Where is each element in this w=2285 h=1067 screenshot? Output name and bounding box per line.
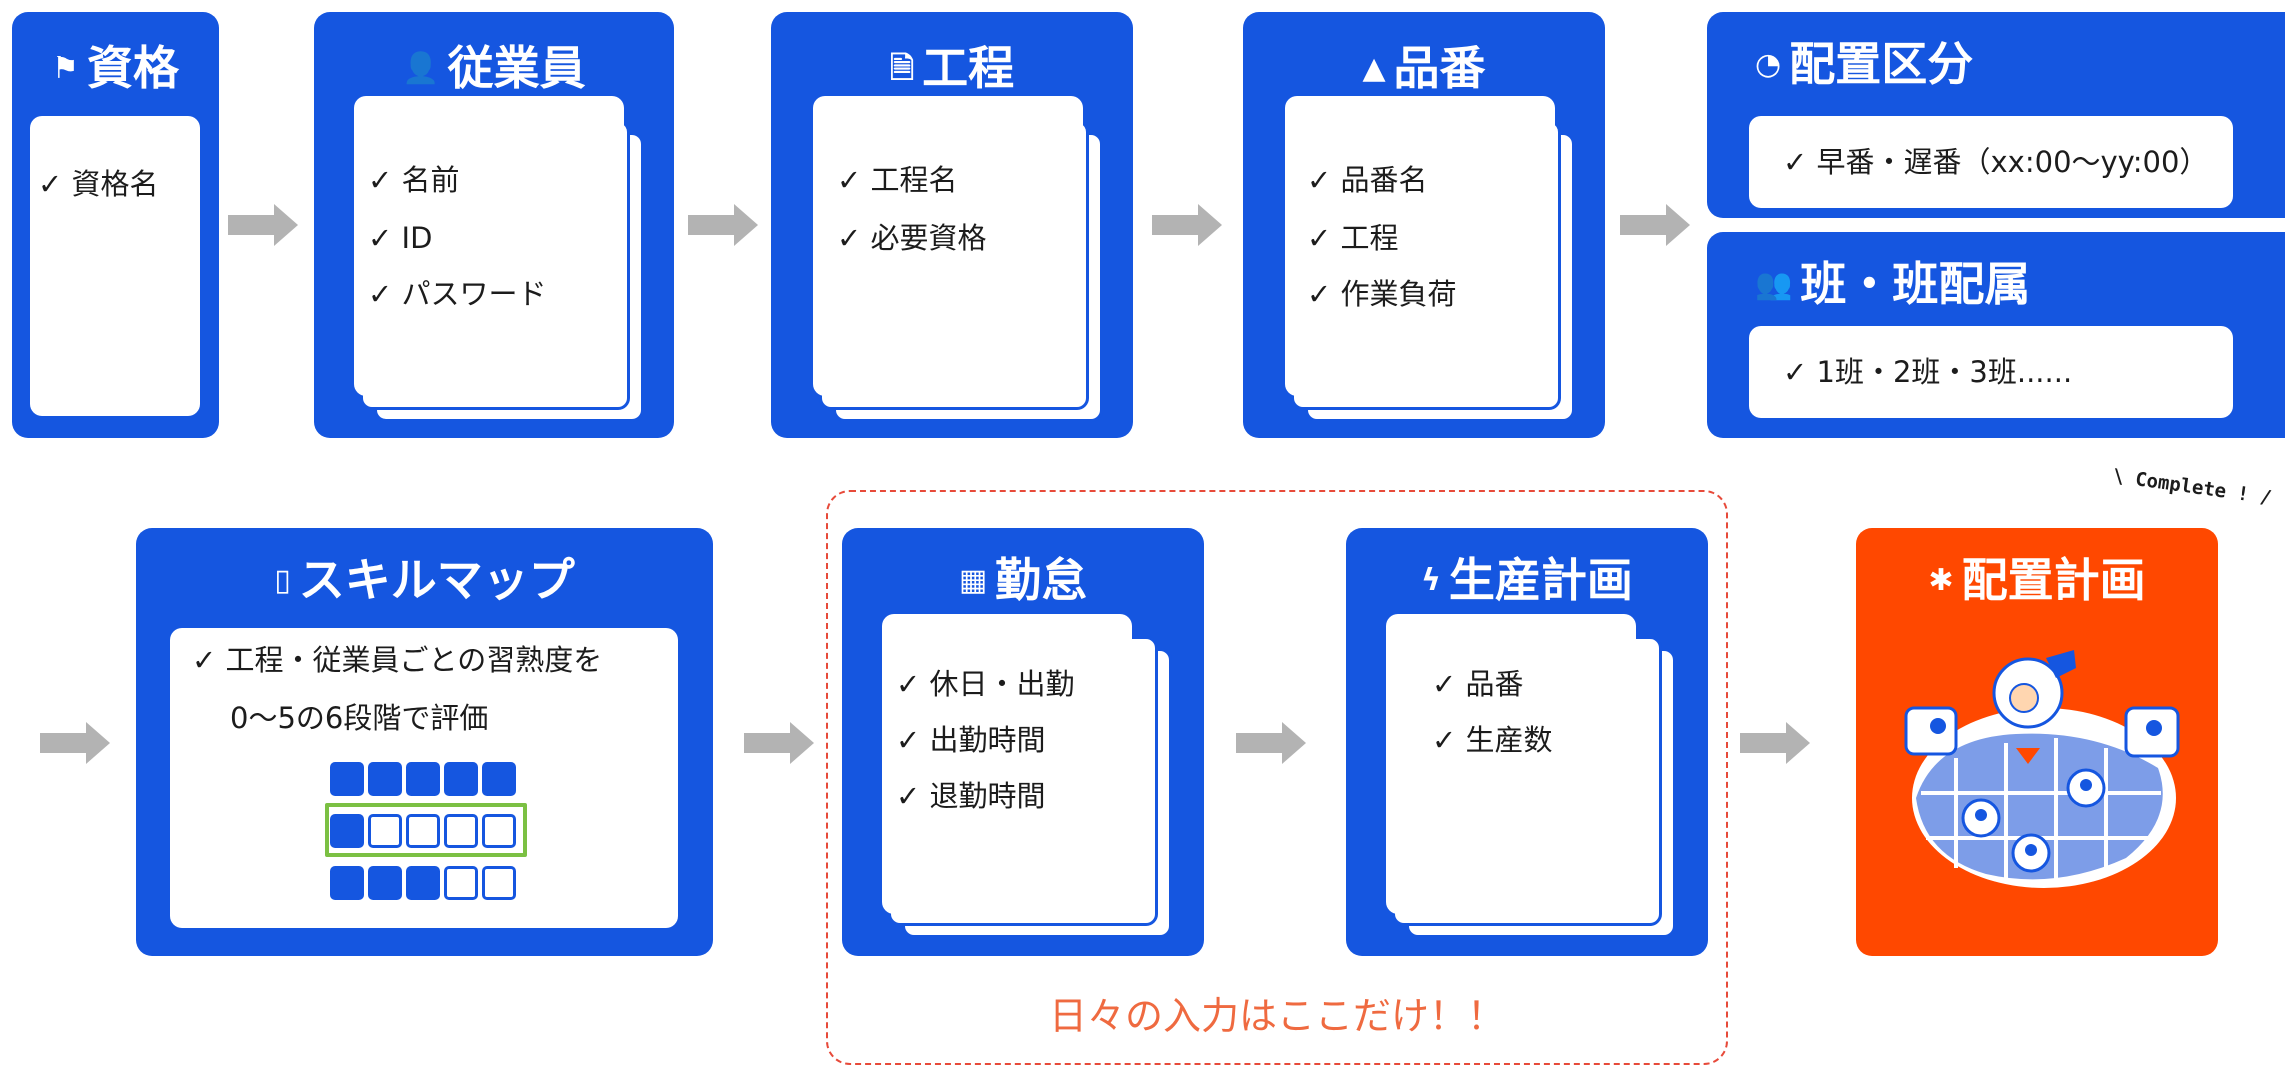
employee-paper: ✓ 名前 ✓ ID ✓ パスワード [354,96,624,396]
employee-item: ✓ 名前 [368,163,460,197]
placement-plan-title: ✱配置計画 [1928,553,2146,607]
qualification-paper: ✓ 資格名 [30,116,200,416]
skill-cell [368,762,402,796]
placement-category-paper: ✓ 早番・遅番（xx:00〜yy:00） [1749,116,2233,208]
attendance-title: ▦勤怠 [958,553,1088,607]
part-number-item: ✓ 工程 [1307,221,1399,255]
skill-map-card: ▯スキルマップ ✓ 工程・従業員ごとの習熟度を 0〜5の6段階で評価 [136,528,713,956]
person-icon: 👤 [402,51,440,86]
part-number-item: ✓ 品番名 [1307,163,1428,197]
team-item: ✓ 1班・2班・3班...... [1783,355,2073,389]
attendance-card: ▦勤怠 ✓ 休日・出勤 ✓ 出勤時間 ✓ 退勤時間 [842,528,1204,956]
group-icon: 👥 [1755,267,1793,302]
placement-plan-card: ✱配置計画 [1856,528,2218,956]
lightning-icon: ϟ [1421,563,1441,598]
skill-cell [482,814,516,848]
skill-cell [330,762,364,796]
arrow-right-icon [1620,204,1690,246]
skill-cell [444,814,478,848]
skill-cell [406,762,440,796]
skill-cell [330,866,364,900]
skill-row-highlight [325,803,527,857]
qualification-item: ✓ 資格名 [38,167,159,201]
arrow-right-icon [228,204,298,246]
arrow-right-icon [1740,722,1810,764]
arrow-right-icon [688,204,758,246]
skill-map-title: ▯スキルマップ [274,553,575,607]
badge-icon: ⚑ [52,51,79,86]
production-plan-item: ✓ 生産数 [1432,723,1553,757]
team-paper: ✓ 1班・2班・3班...... [1749,326,2233,418]
team-title: 👥班・班配属 [1755,257,2031,311]
attendance-item: ✓ 退勤時間 [896,779,1046,813]
skill-cell [368,866,402,900]
part-number-card: ▲品番 ✓ 品番名 ✓ 工程 ✓ 作業負荷 [1243,12,1605,438]
map-icon: ▯ [274,563,291,598]
part-number-item: ✓ 作業負荷 [1307,277,1457,311]
complete-label: \ Complete ! / [2111,464,2273,510]
production-plan-item: ✓ 品番 [1432,667,1524,701]
arrow-right-icon [40,722,110,764]
part-number-paper: ✓ 品番名 ✓ 工程 ✓ 作業負荷 [1285,96,1555,396]
placement-category-card: ◔配置区分 ✓ 早番・遅番（xx:00〜yy:00） [1707,12,2285,218]
daily-input-region [826,490,1728,1065]
arrow-right-icon [744,722,814,764]
production-plan-paper: ✓ 品番 ✓ 生産数 [1386,614,1636,914]
placement-category-item: ✓ 早番・遅番（xx:00〜yy:00） [1783,145,2209,179]
skill-map-item: ✓ 工程・従業員ごとの習熟度を [192,643,603,677]
process-card: 🗎工程 ✓ 工程名 ✓ 必要資格 [771,12,1133,438]
calendar-icon: ▦ [958,563,988,598]
team-card: 👥班・班配属 ✓ 1班・2班・3班...... [1707,232,2285,438]
qualification-card: ⚑資格 ✓ 資格名 [12,12,219,438]
puzzle-illustration [1904,650,2180,888]
process-item: ✓ 工程名 [837,163,958,197]
skill-level-grid [325,758,530,908]
skill-cell [406,866,440,900]
skill-cell [444,866,478,900]
process-item: ✓ 必要資格 [837,221,987,255]
placement-category-title: ◔配置区分 [1755,37,1974,91]
skill-map-item: 0〜5の6段階で評価 [230,701,489,735]
daily-input-note: 日々の入力はここだけ！！ [1048,994,1505,1038]
arrow-right-icon [1152,204,1222,246]
puzzle-icon: ✱ [1928,563,1954,598]
skill-cell [368,814,402,848]
shapes-icon: ▲ [1362,51,1386,86]
skill-map-paper: ✓ 工程・従業員ごとの習熟度を 0〜5の6段階で評価 [170,628,678,928]
clock-icon: ◔ [1755,47,1782,82]
document-icon: 🗎 [889,51,915,86]
attendance-item: ✓ 休日・出勤 [896,667,1075,701]
employee-item: ✓ パスワード [368,277,547,311]
attendance-item: ✓ 出勤時間 [896,723,1046,757]
skill-cell [406,814,440,848]
skill-cell [444,762,478,796]
skill-cell [482,866,516,900]
employee-card: 👤従業員 ✓ 名前 ✓ ID ✓ パスワード [314,12,674,438]
qualification-title: ⚑資格 [52,41,179,95]
part-number-title: ▲品番 [1362,41,1486,95]
employee-item: ✓ ID [368,221,433,255]
employee-title: 👤従業員 [402,41,586,95]
skill-cell [482,762,516,796]
process-paper: ✓ 工程名 ✓ 必要資格 [813,96,1083,396]
process-title: 🗎工程 [889,41,1015,95]
skill-cell [330,814,364,848]
arrow-right-icon [1236,722,1306,764]
attendance-paper: ✓ 休日・出勤 ✓ 出勤時間 ✓ 退勤時間 [882,614,1132,914]
